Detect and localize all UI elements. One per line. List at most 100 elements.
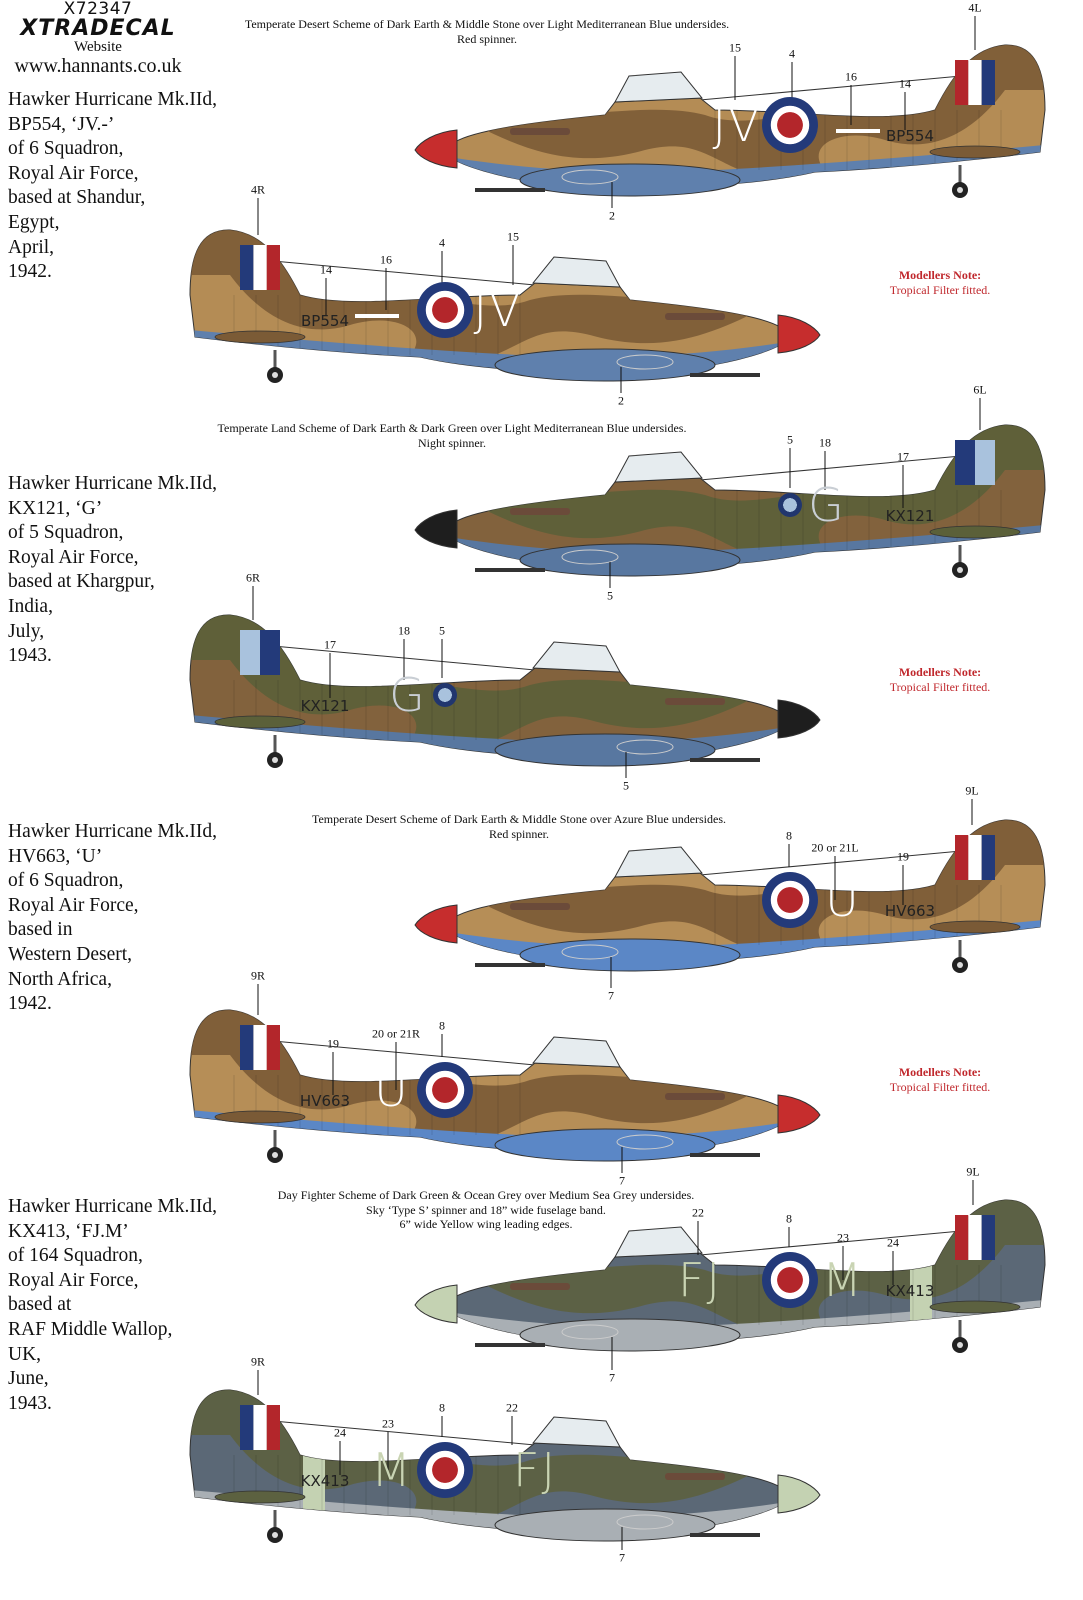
individual-letter: U <box>825 873 861 927</box>
caption-line: Temperate Desert Scheme of Dark Earth & … <box>244 17 730 31</box>
description-line: July, <box>8 620 45 642</box>
serial-number: KX413 <box>885 1282 935 1300</box>
fuselage-roundel <box>417 1062 473 1118</box>
decal-callout-number: 2 <box>609 208 615 223</box>
decal-callout-number: 4L <box>968 0 982 15</box>
description-line: based at Shandur, <box>8 187 146 209</box>
decal-callout-number: 5 <box>439 623 445 638</box>
fuselage-roundel <box>762 872 818 928</box>
decal-callout-number: 23 <box>837 1230 849 1245</box>
note-text: Tropical Filter fitted. <box>889 679 991 694</box>
serial-number: KX121 <box>885 507 935 525</box>
fin-flash <box>240 245 280 290</box>
individual-letter: M <box>822 1253 864 1307</box>
description-line: 1942. <box>8 993 52 1015</box>
decal-callout-number: 22 <box>692 1205 704 1220</box>
fin-flash <box>955 440 995 485</box>
decal-callout-number: 15 <box>729 40 741 55</box>
decal-callout-number: 17 <box>324 637 336 652</box>
decal-callout-number: 5 <box>623 778 629 793</box>
individual-letter: G <box>389 668 427 722</box>
squadron-code: JV <box>473 283 523 337</box>
decal-callout-number: 7 <box>609 1370 615 1385</box>
squadron-code: JV <box>712 98 762 152</box>
caption-line: Sky ‘Type S’ spinner and 18” wide fusela… <box>366 1202 606 1217</box>
decal-callout-number: 2 <box>618 393 624 408</box>
decal-callout-number: 19 <box>897 849 909 864</box>
decal-callout-number: 8 <box>439 1018 445 1033</box>
note-title: Modellers Note: <box>898 268 982 282</box>
fuselage-roundel <box>762 97 818 153</box>
serial-number: KX413 <box>300 1472 350 1490</box>
fin-flash <box>240 1025 280 1070</box>
decal-callout-number: 23 <box>382 1416 394 1431</box>
decal-callout-number: 20 or 21R <box>372 1026 420 1041</box>
fuselage-roundel <box>778 493 802 517</box>
description-line: RAF Middle Wallop, <box>8 1318 173 1340</box>
decal-callout-number: 6L <box>973 382 987 397</box>
fin-flash <box>240 1405 280 1450</box>
fuselage-roundel <box>417 1442 473 1498</box>
caption-line: Night spinner. <box>418 435 486 450</box>
xtradecal-logo: X72347 XTRADECAL Website www.hannants.co… <box>8 0 188 77</box>
aircraft-description: Hawker Hurricane Mk.IId,HV663, ‘U’of 6 S… <box>8 820 217 1017</box>
description-line: of 164 Squadron, <box>8 1245 143 1267</box>
description-line: of 5 Squadron, <box>8 522 124 544</box>
description-line: Royal Air Force, <box>8 162 139 184</box>
description-line: Hawker Hurricane Mk.IId, <box>8 89 217 110</box>
modellers-note: Modellers Note:Tropical Filter fitted. <box>870 665 1010 694</box>
caption-line: Red spinner. <box>489 826 549 841</box>
description-line: India, <box>8 595 53 617</box>
decal-callout-number: 22 <box>506 1400 518 1415</box>
aircraft-description: Hawker Hurricane Mk.IId,KX121, ‘G’of 5 S… <box>8 472 217 669</box>
decal-callout-number: 18 <box>819 435 831 450</box>
aircraft-drawing <box>414 398 1046 588</box>
website-label: Website <box>74 39 122 55</box>
website-link[interactable]: www.hannants.co.uk <box>14 55 182 77</box>
decal-callout-number: 9L <box>966 1164 980 1179</box>
aircraft-drawing <box>189 198 821 393</box>
individual-letter: U <box>374 1063 410 1117</box>
description-line: KX413, ‘FJ.M’ <box>8 1220 129 1242</box>
caption-line: Red spinner. <box>457 31 517 46</box>
individual-letter: G <box>808 478 846 532</box>
scheme-caption: Temperate Desert Scheme of Dark Earth & … <box>137 17 837 46</box>
decal-callout-number: 8 <box>786 828 792 843</box>
decal-callout-number: 6R <box>245 570 261 585</box>
aircraft-drawing <box>189 586 821 778</box>
description-line: North Africa, <box>8 968 112 990</box>
code-bar <box>836 129 880 133</box>
description-line: based at Khargpur, <box>8 571 155 593</box>
note-title: Modellers Note: <box>898 665 982 679</box>
scheme-caption: Day Fighter Scheme of Dark Green & Ocean… <box>136 1188 836 1232</box>
description-line: Royal Air Force, <box>8 546 139 568</box>
description-line: of 6 Squadron, <box>8 138 124 160</box>
caption-line: Day Fighter Scheme of Dark Green & Ocean… <box>277 1188 695 1202</box>
decal-callout-number: 5 <box>607 588 613 603</box>
logo-brand: XTRADECAL <box>20 16 176 41</box>
decal-callout-number: 7 <box>619 1173 625 1188</box>
decal-callout-number: 14 <box>899 76 911 91</box>
aircraft-description: Hawker Hurricane Mk.IId,BP554, ‘JV.-’of … <box>8 88 217 285</box>
squadron-code: FJ <box>512 1443 558 1497</box>
decal-callout-number: 18 <box>398 623 410 638</box>
code-bar <box>355 314 399 318</box>
squadron-code: FJ <box>677 1253 723 1307</box>
decal-callout-number: 5 <box>787 432 793 447</box>
individual-letter: M <box>371 1443 413 1497</box>
caption-line: Temperate Land Scheme of Dark Earth & Da… <box>217 421 687 435</box>
serial-number: HV663 <box>884 902 936 920</box>
aircraft-drawing <box>189 984 821 1173</box>
decal-callout-number: 8 <box>786 1211 792 1226</box>
aircraft-drawing <box>414 799 1046 988</box>
note-text: Tropical Filter fitted. <box>889 1079 991 1094</box>
decal-callout-number: 20 or 21L <box>811 840 859 855</box>
note-text: Tropical Filter fitted. <box>889 282 991 297</box>
